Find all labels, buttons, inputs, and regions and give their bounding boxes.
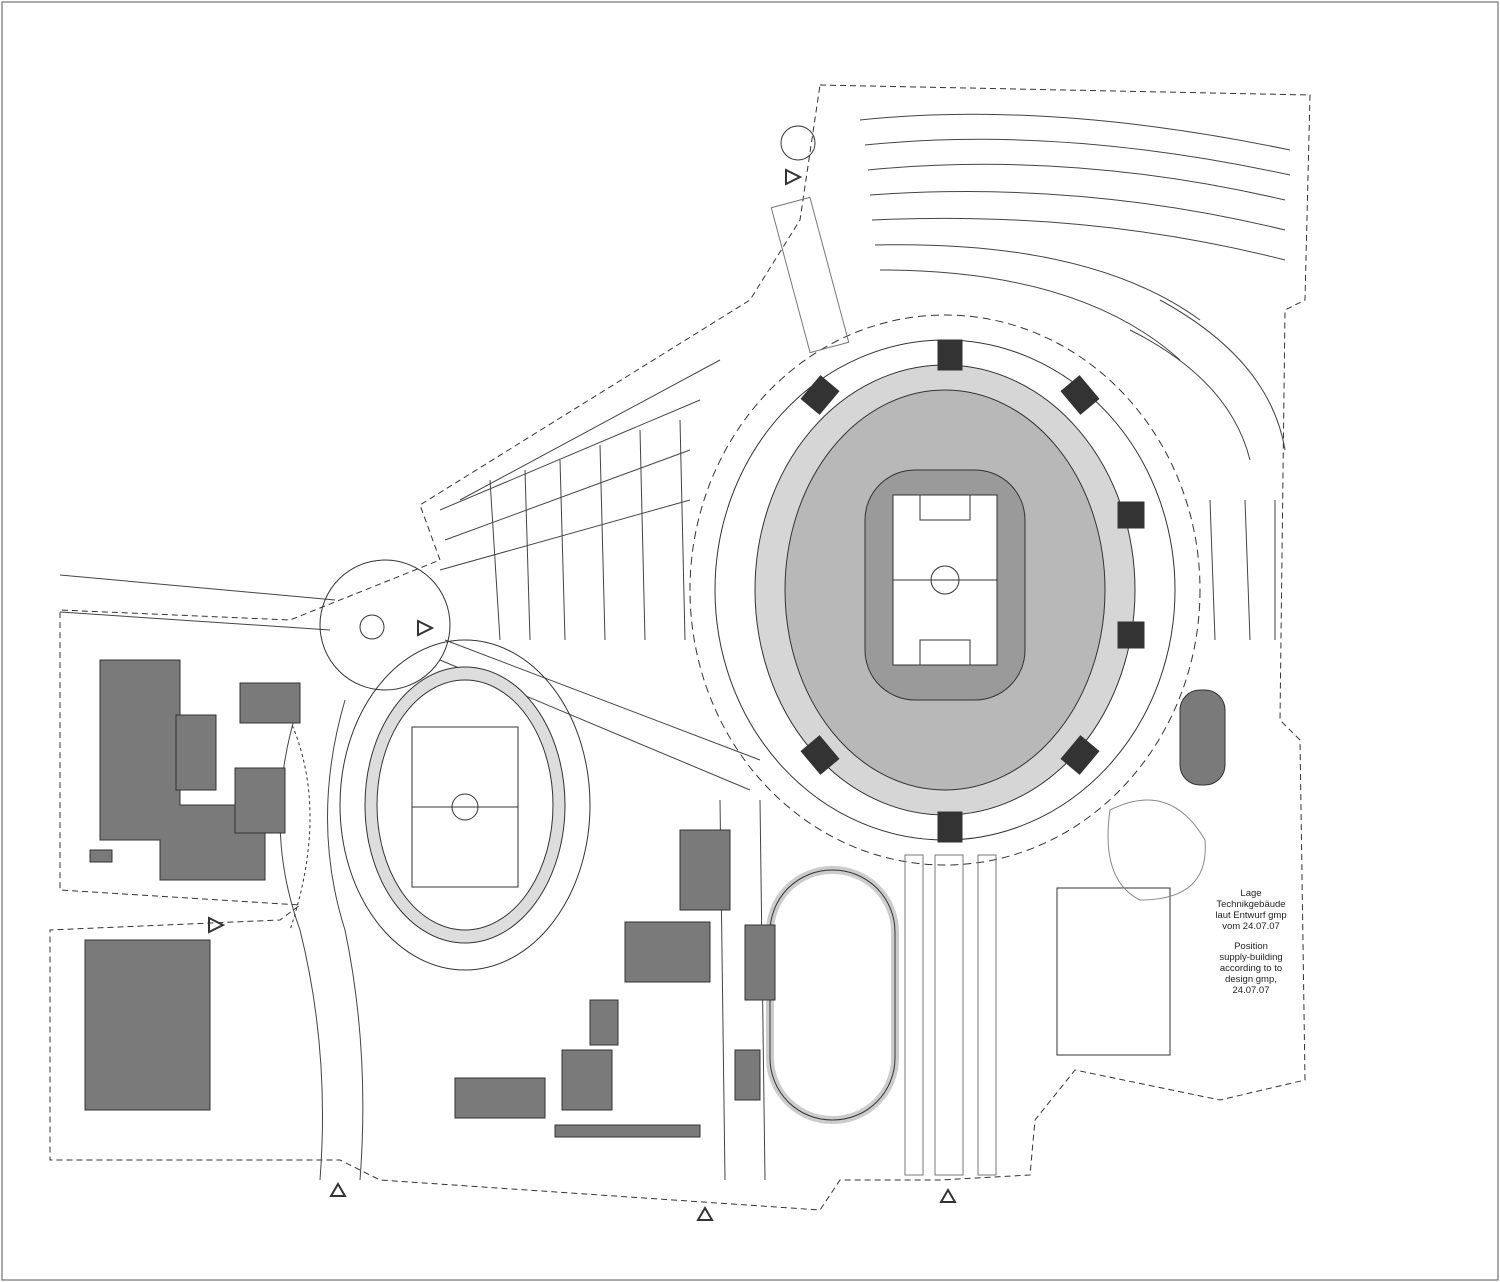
note-en-line: Position <box>1234 941 1268 952</box>
site-boundary <box>49 84 1311 1211</box>
north-rotunda <box>780 125 816 161</box>
note-en-line: according to to <box>1219 963 1283 974</box>
note-en-line: 24.07.07 <box>1232 985 1270 996</box>
note-de-line: Lage <box>1240 888 1262 899</box>
plaza-feature <box>359 614 385 640</box>
secondary-stadium <box>289 639 591 971</box>
supply-area-outline <box>1107 799 1206 901</box>
parking-area-northeast <box>859 113 1291 641</box>
entrance-triangle-icon <box>208 168 957 1221</box>
parking-area-west <box>439 359 721 641</box>
buildings <box>84 659 1226 1138</box>
note-en-line: design gmp, <box>1225 974 1277 985</box>
tree-rows <box>770 196 997 1176</box>
plaza-circle <box>319 559 451 691</box>
supply-building-note: Lage Technikgebäude laut Entwurf gmp vom… <box>1192 888 1310 1005</box>
note-de-line: laut Entwurf gmp <box>1215 910 1287 921</box>
note-de-line: vom 24.07.07 <box>1222 921 1280 932</box>
supply-building-plot <box>1056 887 1171 1056</box>
note-en-line: supply-building <box>1219 952 1283 963</box>
main-stadium <box>689 314 1201 866</box>
note-de-line: Technikgebäude <box>1216 899 1286 910</box>
running-track <box>766 866 899 1124</box>
